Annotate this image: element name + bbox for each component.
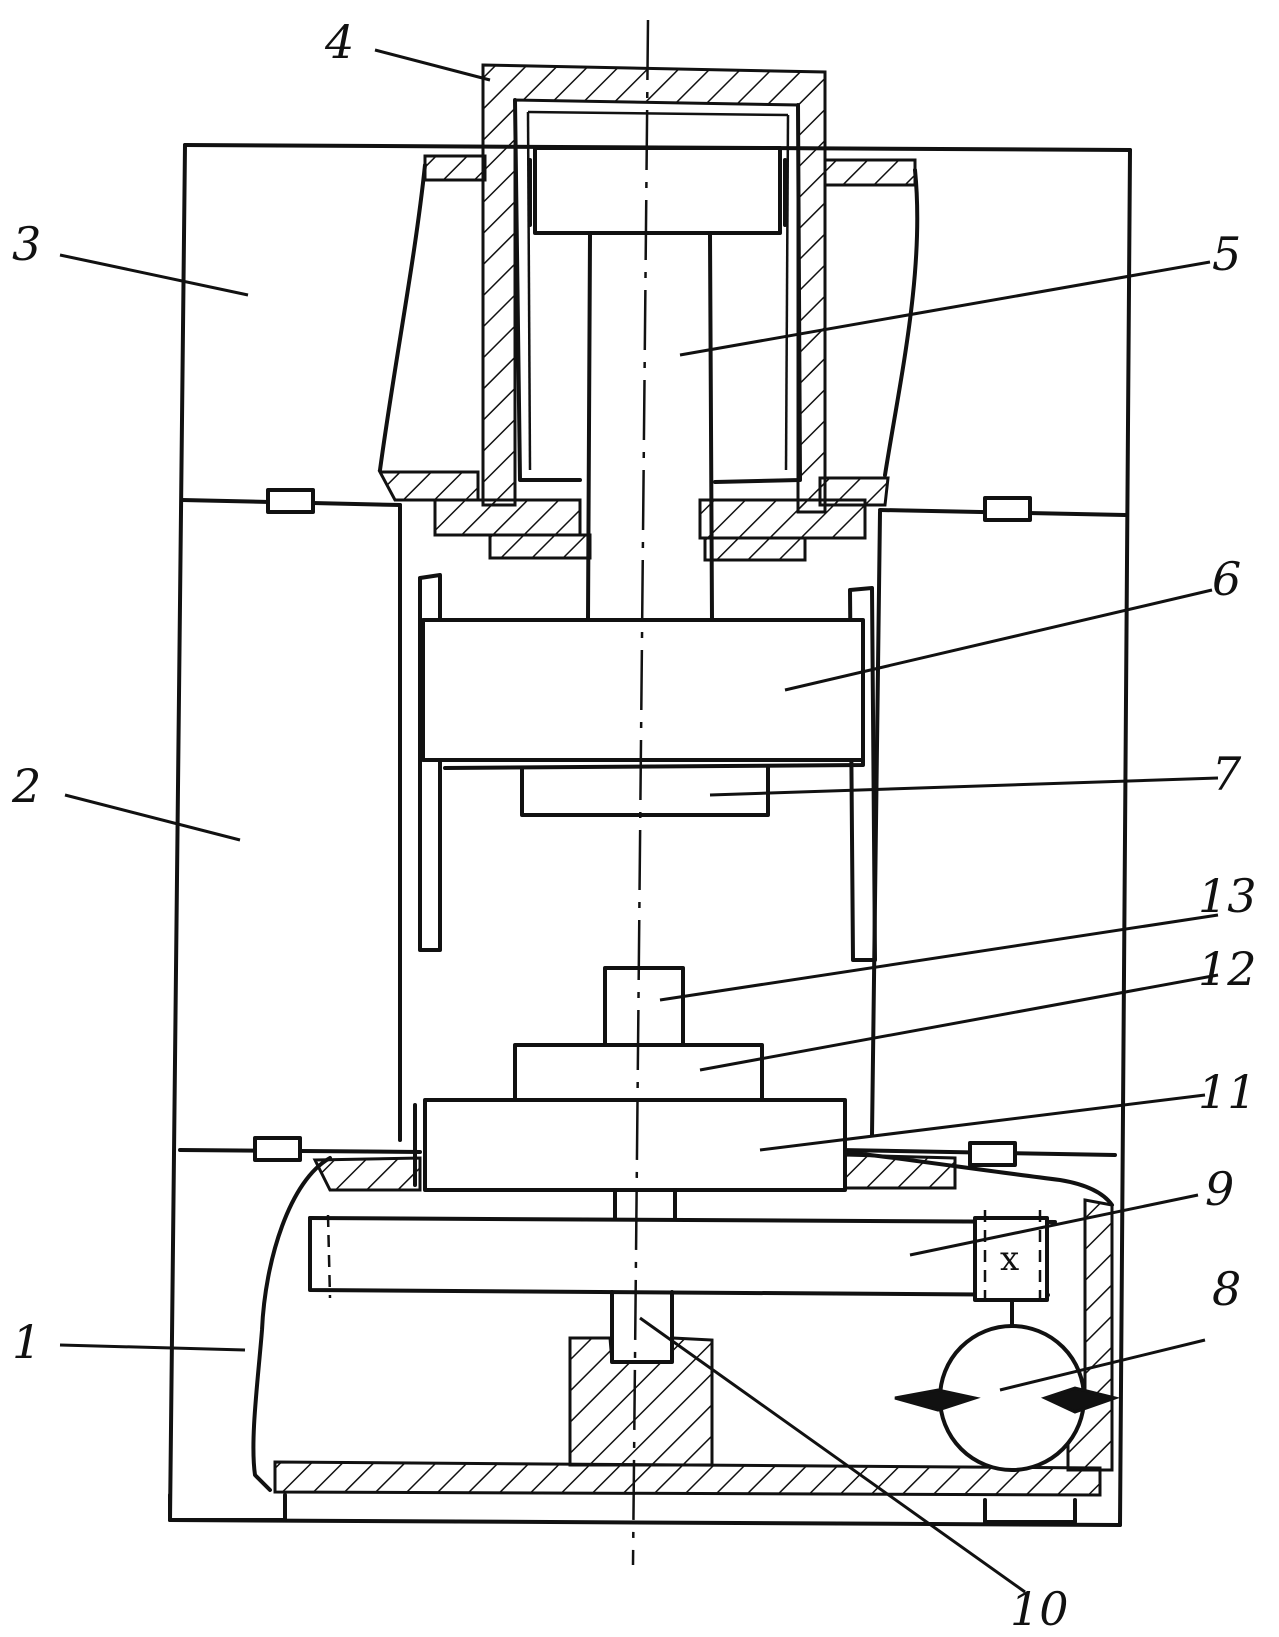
label-9: 9 [1205,1162,1234,1216]
label-2: 2 [11,759,41,813]
seal-block [398,498,882,1142]
pinion-mark: x [1000,1239,1019,1279]
drive-shaft [568,1188,714,1467]
center-axis [631,19,650,1566]
label-8: 8 [1212,1262,1241,1316]
label-12: 12 [1198,942,1257,996]
label-13: 13 [1198,869,1257,923]
label-7: 7 [1212,747,1242,801]
fasteners [253,488,1032,1167]
punch [520,766,770,817]
label-4: 4 [324,15,354,69]
label-5: 5 [1212,227,1241,281]
label-6: 6 [1212,552,1241,606]
slider-block [421,618,865,770]
guide-rails [418,573,877,962]
outer-housing [168,143,1132,1527]
label-1: 1 [12,1315,41,1369]
inlet-arrow-icon [894,1388,981,1412]
label-3: 3 [12,217,41,271]
gear-wheel: x [308,1210,1057,1330]
outlet-arrow-icon [1040,1386,1121,1414]
label-10: 10 [1010,1582,1069,1636]
die-stack [413,966,847,1192]
motor [894,1324,1121,1472]
piston [528,146,787,622]
leader-lines [59,48,1219,1594]
cap-cylinder [481,63,827,514]
label-11: 11 [1198,1065,1257,1119]
callouts: 4 3 5 6 7 2 13 12 11 9 8 1 10 [11,15,1257,1636]
